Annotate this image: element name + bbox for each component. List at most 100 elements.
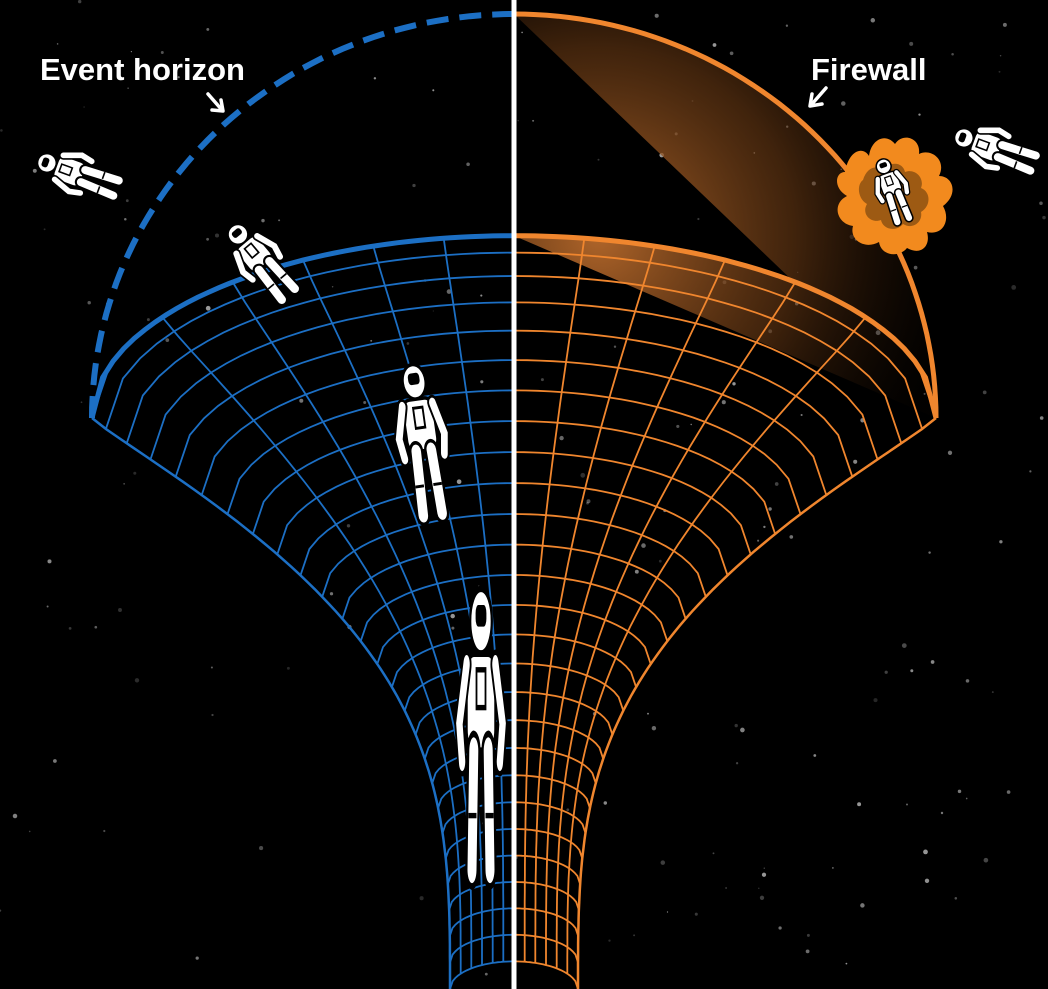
star bbox=[480, 380, 484, 384]
star bbox=[195, 956, 199, 960]
star bbox=[729, 51, 734, 56]
star bbox=[432, 310, 434, 312]
star bbox=[928, 551, 931, 554]
star bbox=[800, 413, 803, 417]
star bbox=[853, 459, 858, 464]
star bbox=[329, 592, 334, 596]
firewall-panel bbox=[513, 11, 939, 989]
star bbox=[758, 887, 760, 889]
star bbox=[712, 43, 717, 47]
star bbox=[370, 339, 373, 342]
star bbox=[884, 670, 888, 674]
star bbox=[906, 803, 908, 806]
star bbox=[261, 218, 265, 223]
star bbox=[47, 559, 52, 564]
star bbox=[873, 698, 878, 703]
star bbox=[127, 87, 129, 89]
star bbox=[998, 70, 1001, 73]
star bbox=[586, 501, 589, 505]
star bbox=[832, 867, 834, 869]
star bbox=[763, 525, 766, 529]
star bbox=[46, 605, 49, 608]
star bbox=[913, 265, 918, 270]
star bbox=[999, 55, 1002, 57]
star bbox=[761, 872, 767, 877]
star bbox=[924, 878, 930, 883]
star bbox=[1042, 215, 1046, 220]
star bbox=[647, 712, 649, 715]
star bbox=[123, 483, 125, 485]
star bbox=[480, 294, 483, 297]
star bbox=[83, 106, 85, 108]
star bbox=[446, 289, 452, 294]
star bbox=[586, 499, 591, 504]
star bbox=[1002, 22, 1007, 27]
star bbox=[712, 852, 715, 855]
star bbox=[346, 524, 351, 528]
star bbox=[77, 0, 82, 4]
event-horizon-label: Event horizon bbox=[40, 52, 245, 87]
grid-spoke bbox=[161, 316, 462, 974]
grid-spoke bbox=[534, 245, 656, 963]
star bbox=[608, 939, 611, 942]
star bbox=[165, 338, 170, 342]
star bbox=[805, 949, 810, 954]
star bbox=[940, 811, 944, 815]
star bbox=[259, 846, 264, 851]
star bbox=[566, 808, 570, 812]
star bbox=[721, 400, 726, 405]
star bbox=[789, 535, 794, 539]
star bbox=[206, 237, 210, 241]
star bbox=[634, 569, 639, 574]
star bbox=[331, 286, 334, 288]
grid-spoke bbox=[555, 281, 797, 969]
star bbox=[412, 183, 416, 188]
star bbox=[1039, 416, 1044, 420]
star bbox=[118, 608, 122, 612]
star bbox=[210, 666, 213, 669]
star bbox=[205, 305, 211, 311]
right-spacetime-grid bbox=[514, 234, 937, 989]
star bbox=[146, 318, 150, 322]
star bbox=[56, 43, 59, 45]
star bbox=[676, 424, 680, 428]
star bbox=[666, 911, 669, 913]
star bbox=[947, 450, 953, 455]
star bbox=[517, 119, 519, 122]
star bbox=[160, 51, 164, 54]
star bbox=[406, 342, 410, 345]
star bbox=[540, 378, 544, 382]
grid-spoke bbox=[566, 316, 867, 974]
star bbox=[965, 679, 970, 683]
star bbox=[53, 759, 57, 763]
star bbox=[419, 896, 424, 901]
star bbox=[694, 912, 698, 916]
star bbox=[778, 926, 782, 930]
event-horizon-dashed-dome bbox=[89, 11, 515, 419]
funnel-outline bbox=[576, 417, 937, 989]
star bbox=[559, 435, 564, 441]
star bbox=[774, 482, 779, 486]
star bbox=[94, 625, 98, 629]
firewall-dome bbox=[513, 11, 939, 419]
star bbox=[133, 471, 137, 475]
star bbox=[757, 539, 760, 542]
star bbox=[432, 89, 435, 92]
star bbox=[130, 51, 132, 53]
star bbox=[68, 627, 72, 630]
star bbox=[12, 813, 18, 819]
star bbox=[373, 77, 377, 80]
star bbox=[134, 678, 140, 683]
star bbox=[697, 217, 700, 221]
star bbox=[1039, 201, 1043, 205]
star bbox=[735, 762, 739, 765]
star bbox=[725, 887, 728, 889]
star bbox=[1011, 285, 1017, 290]
arrow-icon bbox=[808, 86, 828, 108]
star bbox=[734, 723, 738, 728]
arrow-icon bbox=[206, 92, 225, 113]
star bbox=[613, 345, 617, 348]
star bbox=[870, 18, 876, 23]
star bbox=[451, 626, 455, 630]
